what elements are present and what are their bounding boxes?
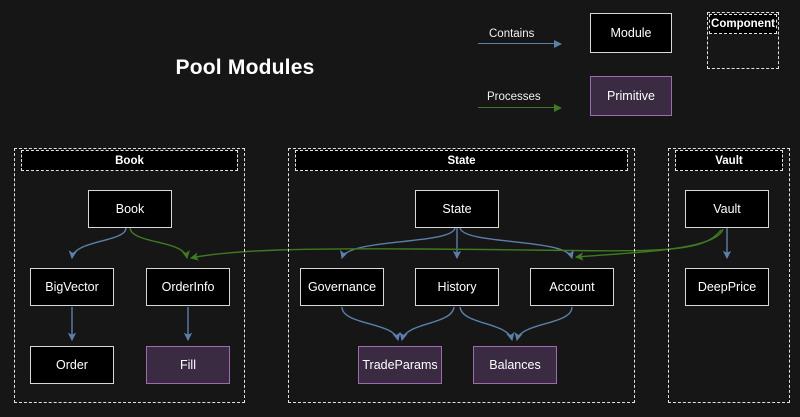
node-state[interactable]: State xyxy=(415,190,499,228)
legend-contains-line xyxy=(478,43,554,45)
legend-contains-arrowhead xyxy=(554,39,562,48)
node-governance[interactable]: Governance xyxy=(300,268,384,306)
cluster-vault-header: Vault xyxy=(675,150,783,171)
legend-primitive-box: Primitive xyxy=(590,76,672,116)
node-orderinfo[interactable]: OrderInfo xyxy=(146,268,230,306)
node-vault[interactable]: Vault xyxy=(685,190,769,228)
legend-module-box: Module xyxy=(590,13,672,53)
node-deepprice[interactable]: DeepPrice xyxy=(685,268,769,306)
cluster-book-header: Book xyxy=(21,150,238,171)
node-balances[interactable]: Balances xyxy=(473,346,557,384)
cluster-vault xyxy=(668,148,790,403)
node-fill[interactable]: Fill xyxy=(146,346,230,384)
node-book[interactable]: Book xyxy=(88,190,172,228)
node-tradeparams[interactable]: TradeParams xyxy=(358,346,442,384)
cluster-book xyxy=(14,148,245,403)
cluster-state xyxy=(288,148,635,403)
cluster-state-header: State xyxy=(295,150,628,171)
legend-contains-label: Contains xyxy=(489,28,535,40)
legend-processes-arrowhead xyxy=(554,103,562,112)
node-order[interactable]: Order xyxy=(30,346,114,384)
node-account[interactable]: Account xyxy=(530,268,614,306)
legend-component-header: Component xyxy=(709,14,777,34)
node-bigvector[interactable]: BigVector xyxy=(30,268,114,306)
node-history[interactable]: History xyxy=(415,268,499,306)
legend-processes-line xyxy=(478,107,554,109)
legend-component-box xyxy=(707,12,779,69)
legend-processes-label: Processes xyxy=(487,91,541,103)
page-title: Pool Modules xyxy=(175,56,315,79)
